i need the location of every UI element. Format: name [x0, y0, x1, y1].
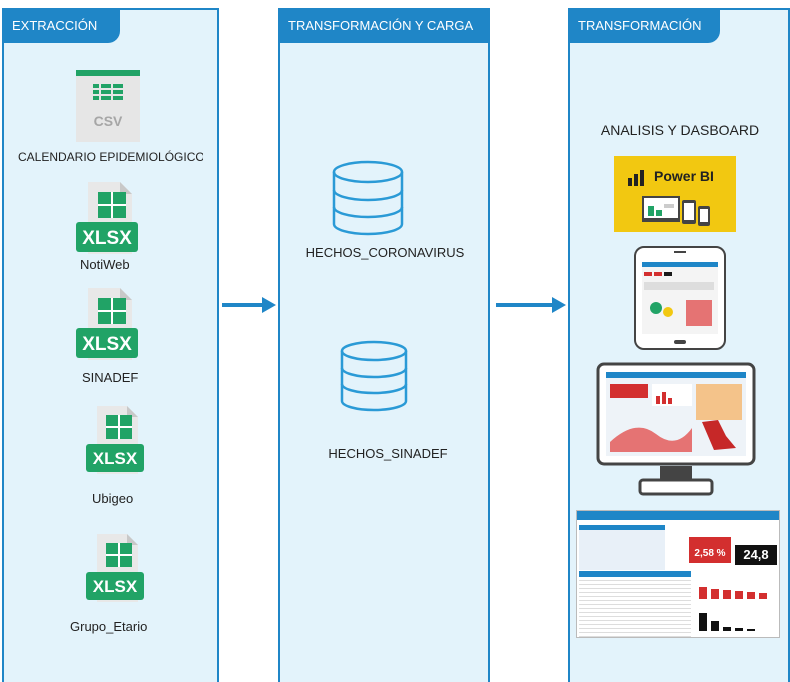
dashboard-header-bar — [577, 511, 779, 520]
dashboard-bars-icon — [699, 587, 767, 631]
flow-arrow-icon — [496, 297, 566, 313]
power-bi-logo: Power BI — [614, 156, 736, 232]
monitor-dashboard-icon — [596, 362, 756, 496]
dashboard-preview: 2,58 % 24,8 — [576, 510, 780, 638]
extraction-header: EXTRACCIÓN — [2, 8, 120, 43]
xlsx-badge: XLSX — [82, 334, 132, 355]
analysis-header: TRANSFORMACIÓN — [568, 8, 720, 43]
load-panel: TRANSFORMACIÓN Y CARGA HECHOS_CORONAVIRU… — [278, 8, 490, 682]
dashboard-kpi-2: 24,8 — [735, 545, 777, 565]
tablet-dashboard-icon — [634, 246, 726, 350]
csv-file-icon: CSV — [76, 70, 140, 142]
kpi-value-2: 24,8 — [743, 547, 769, 562]
load-header: TRANSFORMACIÓN Y CARGA — [278, 8, 490, 43]
analysis-panel: TRANSFORMACIÓN ANALISIS Y DASBOARD Power… — [568, 8, 790, 682]
csv-badge: CSV — [94, 113, 123, 129]
dashboard-list — [579, 571, 691, 637]
xlsx-file-icon: XLSX — [86, 534, 144, 602]
database-icon — [340, 340, 408, 412]
xlsx-file-icon: XLSX — [76, 288, 138, 360]
xlsx-badge: XLSX — [82, 228, 132, 249]
hechos-sinadef-label: HECHOS_SINADEF — [328, 446, 448, 461]
sinadef-label: SINADEF — [82, 370, 139, 385]
xlsx-badge: XLSX — [93, 577, 138, 596]
power-bi-label: Power BI — [654, 168, 714, 184]
dashboard-table — [579, 525, 665, 570]
ubigeo-label: Ubigeo — [92, 491, 134, 506]
devices-icon — [642, 196, 710, 226]
dashboard-kpi-1: 2,58 % — [689, 537, 731, 563]
grupo-etario-label: Grupo_Etario — [70, 619, 148, 634]
flow-arrow-icon — [222, 297, 276, 313]
extraction-panel: EXTRACCIÓN CSV CALENDARIO EPIDEMIOLÓGICO… — [2, 8, 219, 682]
kpi-value-1: 2,58 % — [694, 548, 726, 559]
power-bi-icon — [628, 170, 644, 186]
analysis-title: ANALISIS Y DASBOARD — [600, 122, 760, 138]
database-icon — [332, 160, 404, 236]
notiweb-label: NotiWeb — [80, 257, 130, 272]
xlsx-file-icon: XLSX — [76, 182, 138, 254]
xlsx-badge: XLSX — [93, 449, 138, 468]
calendario-label: CALENDARIO EPIDEMIOLÓGICO — [18, 150, 203, 164]
xlsx-file-icon: XLSX — [86, 406, 144, 474]
hechos-coronavirus-label: HECHOS_CORONAVIRUS — [305, 245, 465, 260]
